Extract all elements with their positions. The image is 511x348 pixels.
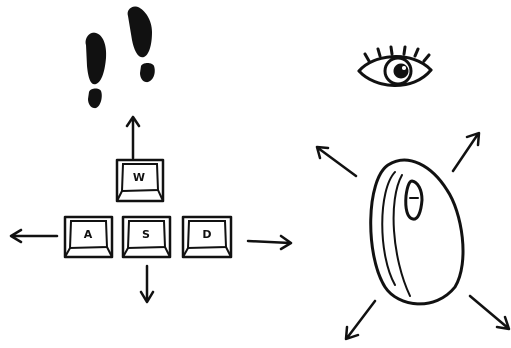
- key-s: S: [123, 217, 170, 257]
- key-a-label: A: [84, 228, 93, 241]
- footprints-icon: [86, 7, 155, 109]
- eye-icon: [359, 47, 431, 86]
- key-d-label: D: [202, 228, 211, 241]
- mouse-icon: [371, 160, 463, 304]
- key-s-label: S: [142, 228, 150, 241]
- key-a: A: [65, 217, 112, 257]
- key-w: W: [117, 160, 163, 201]
- key-d: D: [183, 217, 231, 257]
- key-w-label: W: [133, 171, 145, 184]
